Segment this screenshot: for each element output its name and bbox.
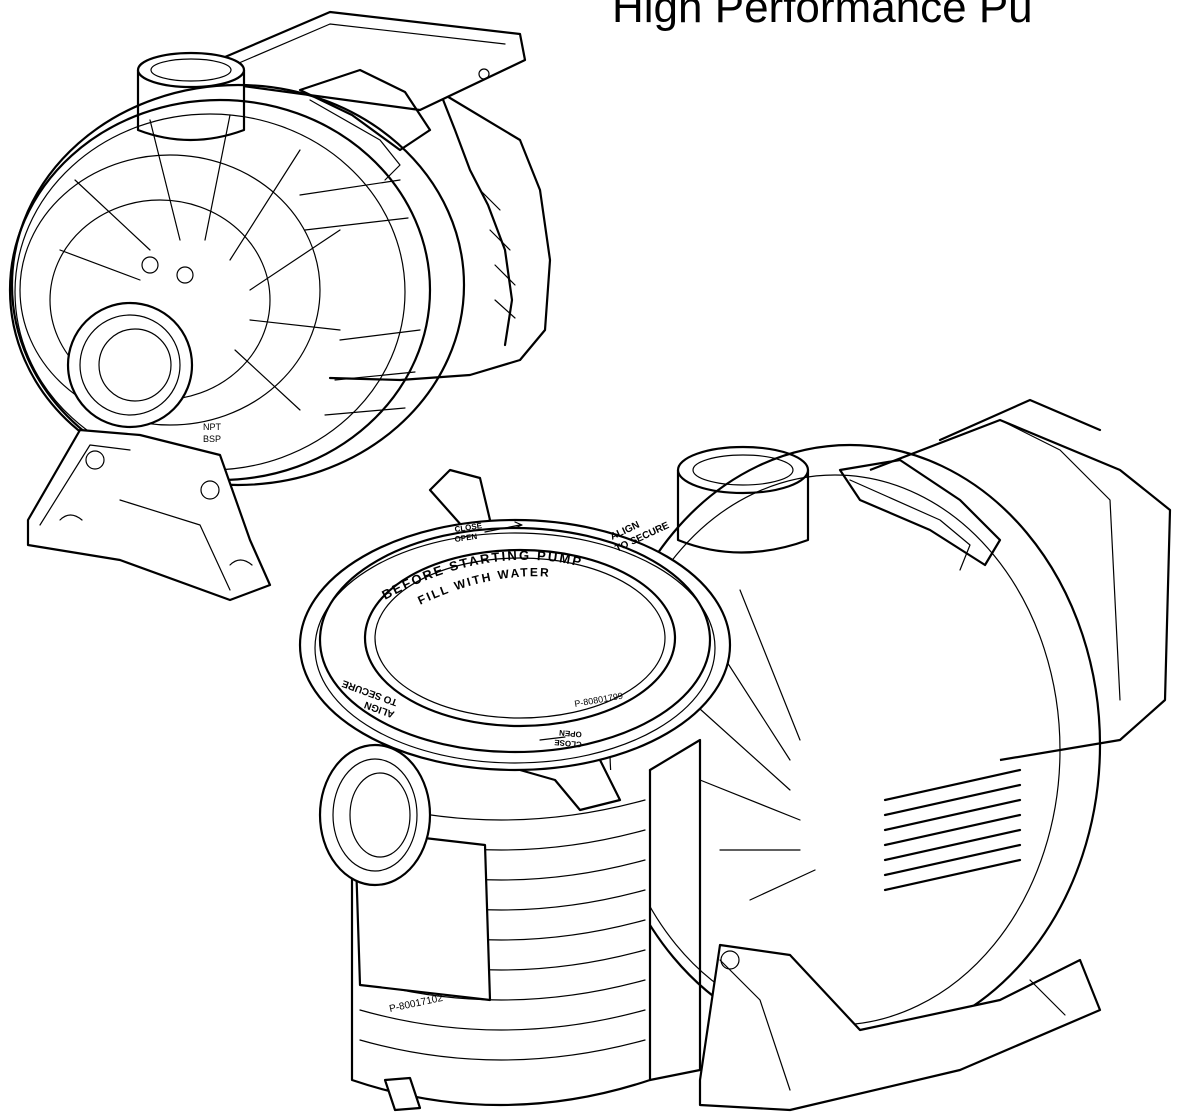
close-label-top: CLOSE: [454, 521, 483, 534]
rear-pump: NPT BSP: [8, 10, 552, 602]
npt-label: NPT: [203, 422, 222, 432]
front-pump: P-80017102 BEFORE STARTING PUMP FILL WIT…: [298, 398, 1172, 1112]
open-label-bottom: OPEN: [559, 728, 583, 739]
page-title: High Performance Pu: [612, 0, 1033, 32]
close-label-bottom: CLOSE: [553, 738, 582, 749]
open-label-top: OPEN: [454, 532, 478, 544]
bsp-label: BSP: [203, 434, 221, 444]
